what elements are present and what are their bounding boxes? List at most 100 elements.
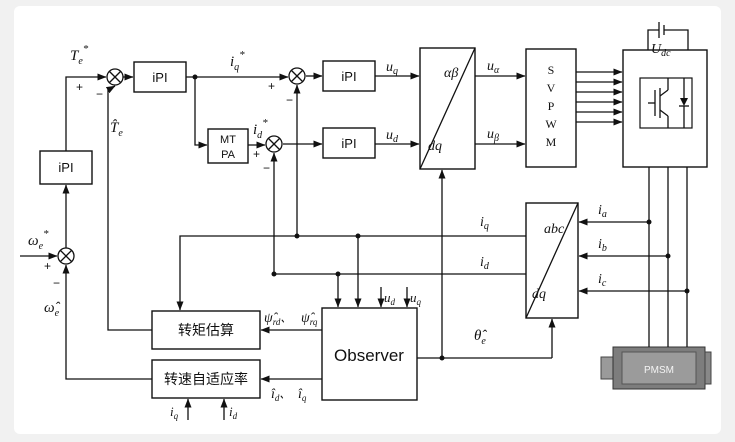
svg-text:+: + (268, 79, 275, 93)
svg-text:−: − (263, 161, 270, 175)
label-u-beta: uβ (487, 127, 499, 144)
svg-text:Udc: Udc (651, 42, 671, 59)
sum-junction-id (265, 135, 283, 153)
q-current-ipi-block (322, 60, 376, 92)
speed-ipi-label: iPI (58, 160, 73, 175)
observer-block (321, 307, 418, 401)
dc-capacitor-icon (647, 22, 689, 50)
svpwm-letter-v: V (547, 81, 556, 95)
svg-text:ψ̂rq: ψ̂rq (301, 311, 318, 327)
mtpa-label-bottom: PA (221, 149, 236, 161)
svg-text:Te*: Te* (70, 43, 89, 67)
svg-text:iq: iq (480, 215, 489, 232)
torque-ipi-label: iPI (152, 70, 167, 85)
svg-text:θ̂e: θ̂e (474, 328, 487, 347)
svg-text:iq: iq (170, 404, 179, 421)
svg-text:ω̂e: ω̂e (44, 300, 61, 319)
torque-estimation-block (151, 310, 261, 350)
label-adapt-iq: iq (170, 404, 179, 421)
park-abc: abc (544, 222, 565, 237)
svg-text:id*: id* (253, 117, 268, 141)
svg-text:ud: ud (384, 290, 396, 307)
svg-text:uq: uq (386, 60, 398, 77)
svg-text:uα: uα (487, 59, 500, 76)
inverse-park-alphabeta: αβ (444, 66, 458, 81)
svg-text:ic: ic (598, 272, 607, 289)
inverse-park-dq: dq (428, 139, 442, 154)
label-id-hat: îd、 (271, 387, 290, 403)
label-ia: ia (598, 203, 607, 220)
sum-junction-torque (106, 68, 124, 86)
svg-text:ωe*: ωe* (28, 228, 49, 252)
mtpa-block (207, 128, 249, 164)
label-ic: ic (598, 272, 607, 289)
label-adapt-id: id (229, 404, 238, 421)
torque-ipi-block (133, 61, 187, 93)
label-iq-hat: îq (298, 387, 307, 403)
svg-text:+: + (76, 80, 83, 94)
igbt-icon (639, 77, 693, 129)
label-omega-star: ωe* (28, 228, 49, 252)
label-id-star: id* (253, 117, 268, 141)
pmsm-motor: PMSM (600, 346, 712, 390)
svg-text:−: − (286, 93, 293, 107)
park-dq: dq (532, 287, 546, 302)
label-iq-star: iq* (230, 49, 245, 73)
signal-wires (20, 68, 690, 420)
label-observer-uq: uq (410, 290, 422, 307)
svg-text:ib: ib (598, 237, 607, 254)
svg-text:îq: îq (298, 387, 307, 403)
label-ud: ud (386, 128, 399, 145)
park-diagonal (525, 202, 579, 319)
svg-text:ia: ia (598, 203, 607, 220)
label-u-alpha: uα (487, 59, 500, 76)
label-omega-hat: ω̂e (44, 300, 61, 319)
signs: + − + − + − + − (44, 79, 293, 290)
torque-estimation-label: 转矩估算 (178, 322, 234, 338)
label-psi-rd-hat: ψ̂rd、 (264, 311, 291, 327)
svg-text:uβ: uβ (487, 127, 499, 144)
d-current-ipi-block (322, 127, 376, 159)
observer-label: Observer (334, 346, 404, 365)
label-udc: Udc (651, 42, 671, 59)
speed-adaptive-label: 转速自适应率 (164, 371, 248, 387)
svg-text:ψ̂rd、: ψ̂rd、 (264, 311, 291, 327)
speed-adaptive-block (151, 359, 261, 399)
svg-text:îd、: îd、 (271, 387, 290, 403)
svpwm-letter-m: M (546, 135, 557, 149)
svg-text:id: id (480, 255, 490, 272)
svg-text:+: + (44, 259, 51, 273)
label-te-hat: T̂e (110, 120, 123, 139)
label-ib: ib (598, 237, 607, 254)
label-theta-hat: θ̂e (474, 328, 487, 347)
svg-text:T̂e: T̂e (110, 120, 123, 139)
mtpa-label-top: MT (220, 134, 236, 146)
inverter-block (622, 49, 708, 168)
label-psi-rq-hat: ψ̂rq (301, 311, 318, 327)
svg-text:−: − (96, 87, 103, 101)
inverse-park-diagonal (419, 47, 476, 170)
q-ipi-label: iPI (341, 69, 356, 84)
d-ipi-label: iPI (341, 136, 356, 151)
label-id: id (480, 255, 490, 272)
svg-text:+: + (253, 147, 260, 161)
sum-junction-speed (57, 247, 75, 265)
speed-ipi-block (39, 150, 93, 185)
svg-text:iq*: iq* (230, 49, 245, 73)
label-te-star: Te* (70, 43, 89, 67)
svg-text:id: id (229, 404, 238, 421)
svg-text:−: − (53, 276, 60, 290)
label-uq: uq (386, 60, 398, 77)
label-observer-ud: ud (384, 290, 396, 307)
svg-text:uq: uq (410, 290, 422, 307)
pmsm-label: PMSM (644, 365, 674, 376)
sum-junction-iq (288, 67, 306, 85)
svpwm-letter-p: P (548, 99, 555, 113)
svpwm-letter-s: S (548, 63, 555, 77)
svg-text:ud: ud (386, 128, 399, 145)
svpwm-block (525, 48, 577, 168)
label-iq: iq (480, 215, 489, 232)
svpwm-letter-w: W (545, 117, 557, 131)
